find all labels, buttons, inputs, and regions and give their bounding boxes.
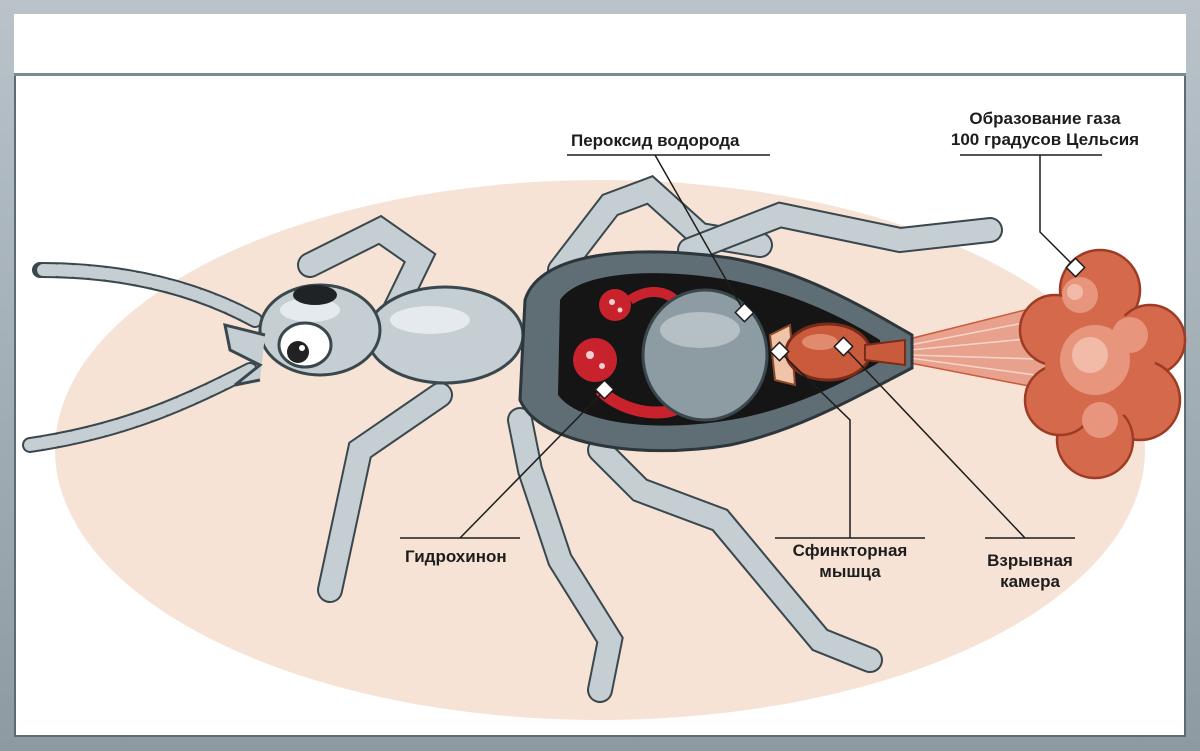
- label-chamber-line1: Взрывная: [987, 551, 1073, 570]
- marker-diamonds: [594, 257, 1086, 400]
- label-sphincter-line1: Сфинкторная: [792, 541, 908, 560]
- label-peroxide: Пероксид водорода: [571, 131, 740, 150]
- explosion-chamber: [784, 322, 872, 382]
- mandibles: [223, 322, 266, 387]
- label-sphincter-line2: мышца: [819, 562, 881, 581]
- header-bar: [14, 14, 1186, 76]
- label-hydroquinone: Гидрохинон: [405, 547, 507, 566]
- label-gas-line2: 100 градусов Цельсия: [950, 130, 1140, 149]
- label-sphincter: Сфинкторная мышца: [770, 540, 930, 582]
- label-gas-line1: Образование газа: [969, 109, 1121, 128]
- label-chamber-line2: камера: [1000, 572, 1060, 591]
- thorax: [365, 285, 525, 385]
- label-chamber: Взрывная камера: [975, 550, 1085, 592]
- label-gas: Образование газа 100 градусов Цельсия: [930, 108, 1160, 150]
- leader-lines: [400, 154, 1102, 539]
- antennae: [22, 262, 263, 453]
